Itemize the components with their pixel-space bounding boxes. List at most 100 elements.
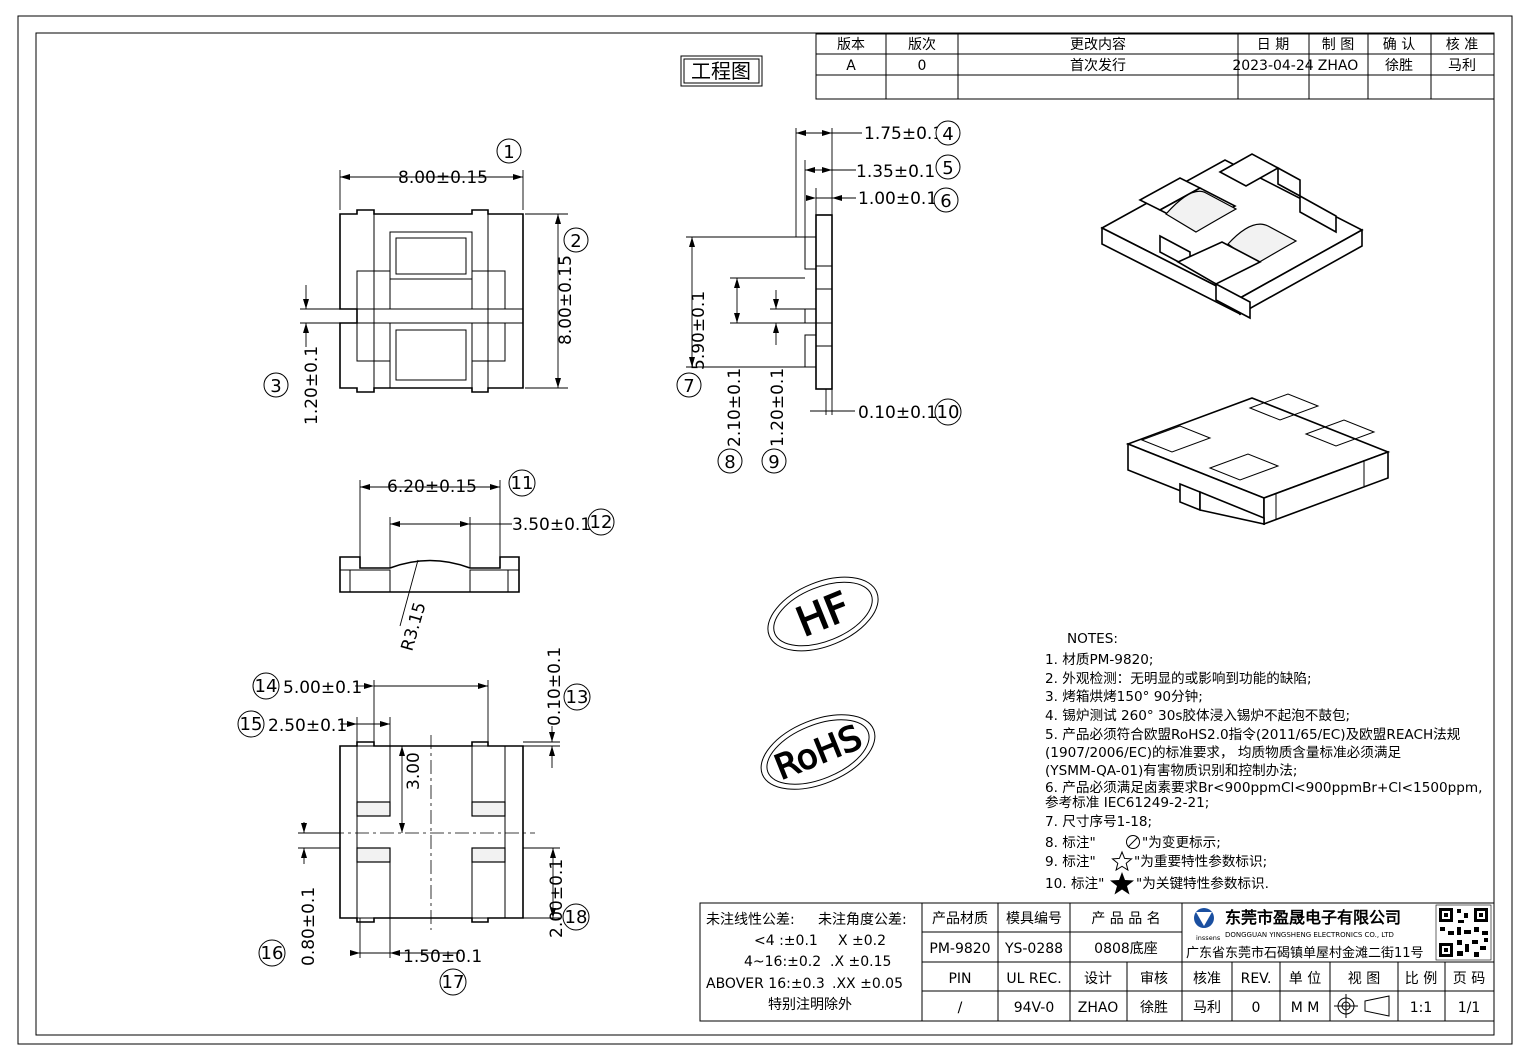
note-5c: (YSMM-QA-01)有害物质识别和控制办法; (1045, 763, 1297, 779)
svg-text:6: 6 (940, 191, 951, 212)
tb-h-pin: PIN (948, 971, 971, 987)
inner-border (35, 32, 1495, 1036)
rev-h-drawn: 制 图 (1322, 37, 1354, 53)
note-5: 5. 产品必须符合欧盟RoHS2.0指令(2011/65/EC)及欧盟REACH… (1045, 727, 1461, 743)
svg-text:16: 16 (261, 943, 284, 964)
tb-h-design: 设计 (1084, 971, 1112, 987)
balloon-4: 4 (935, 120, 961, 146)
rev-change: 首次发行 (1070, 58, 1126, 74)
change-symbol-icon (1126, 835, 1140, 849)
balloon-14: 14 (252, 672, 280, 700)
title-block: 未注线性公差: 未注角度公差: <4 :±0.1 X ±0.2 4~16:±0.… (699, 902, 1495, 1022)
top-view: 8.00±0.15 8.00±0.15 1.20±0.1 (300, 168, 576, 425)
tb-h-material: 产品材质 (932, 911, 988, 927)
rohs-mark: RoHS (760, 714, 876, 790)
notes-title: NOTES: (1067, 631, 1118, 647)
svg-text:13: 13 (566, 687, 589, 708)
dim-radius: R3.15 (398, 600, 431, 653)
dim-13: 0.10±0.1 (545, 647, 565, 726)
tb-h-page: 页 码 (1453, 971, 1485, 987)
engineering-drawing-stamp: 工程图 (680, 55, 763, 87)
rev-h-approve: 核 准 (1446, 37, 1478, 53)
svg-text:11: 11 (511, 473, 534, 494)
outline-star-icon (1111, 850, 1133, 872)
tb-scale: 1:1 (1410, 1000, 1433, 1016)
company-logo-icon (1194, 908, 1214, 928)
svg-text:RoHS: RoHS (769, 718, 867, 789)
svg-text:14: 14 (255, 676, 278, 697)
balloon-9: 9 (761, 448, 787, 474)
note-8: 8. 标注" (1045, 835, 1096, 851)
svg-text:18: 18 (565, 907, 588, 928)
company-address: 广东省东莞市石碣镇单屋村金滩二街11号 (1186, 945, 1424, 961)
balloon-2: 2 (563, 227, 589, 253)
tb-page: 1/1 (1458, 1000, 1481, 1016)
note-2: 2. 外观检测：无明显的或影响到功能的缺陷; (1045, 671, 1312, 687)
svg-text:工程图: 工程图 (691, 59, 751, 83)
balloon-5: 5 (935, 154, 961, 180)
dim-9: 1.20±0.1 (768, 368, 788, 447)
tb-h-scale: 比 例 (1405, 971, 1437, 987)
revision-table: 版本 版次 更改内容 日 期 制 图 确 认 核 准 A 0 首次发行 2023… (815, 33, 1495, 100)
dim-1: 8.00±0.15 (398, 168, 488, 188)
dim-10: 0.10±0.1 (858, 403, 937, 423)
svg-text:"为变更标示;: "为变更标示; (1142, 835, 1221, 851)
dim-18: 2.00±0.1 (547, 859, 567, 938)
note-6: 6. 产品必须满足卤素要求Br<900ppmCl<900ppmBr+Cl<150… (1045, 780, 1482, 796)
front-view: 6.20±0.15 3.50±0.1 R3.15 (339, 477, 591, 653)
balloon-11: 11 (508, 469, 536, 497)
balloon-13: 13 (563, 683, 591, 711)
svg-text:"为关键特性参数标识.: "为关键特性参数标识. (1136, 875, 1269, 892)
tb-h-rev: REV. (1241, 971, 1272, 987)
dim-3: 1.20±0.1 (302, 346, 322, 425)
notes: NOTES: 1. 材质PM-9820; 2. 外观检测：无明显的或影响到功能的… (1045, 631, 1482, 895)
tol-r3a: ABOVER 16:±0.3 (706, 976, 825, 992)
svg-text:"为重要特性参数标识;: "为重要特性参数标识; (1134, 853, 1267, 870)
tb-approve: 马利 (1193, 1000, 1221, 1016)
balloon-6: 6 (933, 187, 959, 213)
tb-mold: YS-0288 (1004, 941, 1063, 957)
tb-h-approve: 核准 (1193, 971, 1221, 987)
rev-edition: 0 (918, 58, 927, 74)
tb-material: PM-9820 (929, 941, 990, 957)
dim-12: 3.50±0.1 (512, 515, 591, 535)
tol-angle-title: 未注角度公差: (818, 912, 907, 928)
dim-8: 2.10±0.1 (725, 368, 745, 447)
svg-text:12: 12 (590, 512, 613, 533)
side-view: 1.75±0.1 1.35±0.1 1.00±0.1 5.90±0.1 2.10… (686, 124, 943, 447)
tb-h-ul: UL REC. (1006, 971, 1061, 987)
rev-version: A (846, 58, 856, 74)
balloon-3: 3 (263, 372, 289, 398)
tb-rev: 0 (1252, 1000, 1261, 1016)
rev-h-change: 更改内容 (1070, 36, 1126, 53)
tb-unit: M M (1291, 1000, 1320, 1016)
rev-h-version: 版本 (837, 37, 865, 53)
svg-text:2: 2 (570, 231, 581, 252)
balloon-15: 15 (237, 710, 265, 738)
tb-design: ZHAO (1078, 1000, 1118, 1016)
tb-h-review: 审核 (1140, 971, 1168, 987)
dim-15: 2.50±0.1 (268, 716, 347, 736)
note-6b: 参考标准 IEC61249-2-21; (1045, 794, 1209, 811)
balloon-10: 10 (934, 398, 962, 426)
note-3: 3. 烤箱烘烤150° 90分钟; (1045, 688, 1203, 705)
svg-text:15: 15 (240, 714, 263, 735)
svg-text:4: 4 (942, 124, 953, 145)
rev-h-date: 日 期 (1257, 37, 1289, 53)
svg-text:9: 9 (768, 452, 779, 473)
rev-approve: 马利 (1448, 58, 1476, 74)
tb-pin: / (958, 1000, 963, 1016)
isometric-view-top (1100, 153, 1364, 320)
rev-date: 2023-04-24 (1232, 58, 1313, 74)
svg-text:3: 3 (270, 376, 281, 397)
rev-h-confirm: 确 认 (1383, 37, 1415, 53)
note-1: 1. 材质PM-9820; (1045, 652, 1153, 668)
svg-text:7: 7 (683, 376, 694, 397)
dim-16: 0.80±0.1 (299, 887, 319, 966)
svg-text:5: 5 (942, 158, 953, 179)
balloon-8: 8 (717, 448, 743, 474)
dim-6: 1.00±0.1 (858, 189, 937, 209)
tb-h-unit: 单 位 (1289, 971, 1321, 987)
rev-confirm: 徐胜 (1385, 58, 1413, 74)
